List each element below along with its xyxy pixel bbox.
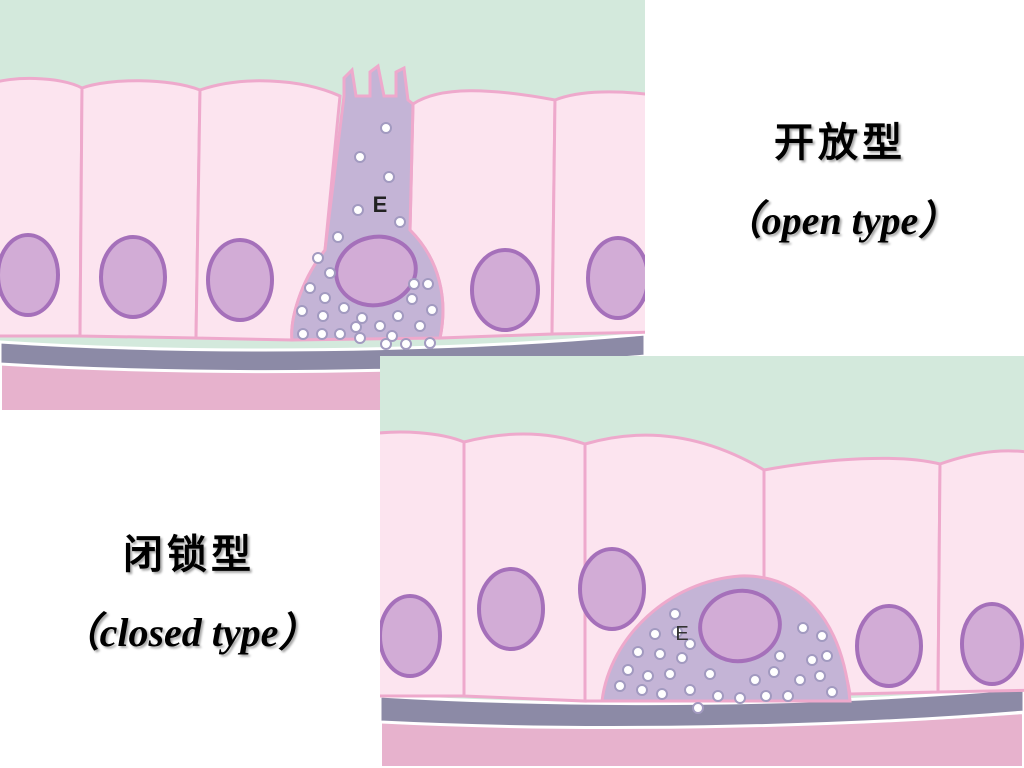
closed-type-caption: 闭锁型 （closed type） (0, 522, 378, 658)
nucleus (0, 233, 60, 317)
secretory-granules (614, 608, 838, 714)
closed-type-illustration: E (380, 356, 1024, 768)
endocrine-cell-label: E (675, 623, 688, 645)
nucleus (334, 234, 418, 308)
nucleus (206, 238, 274, 322)
closed-type-title-en: （closed type） (59, 610, 319, 655)
open-type-caption: 开放型 （open type） (680, 110, 1000, 246)
nucleus (99, 235, 167, 319)
nucleus (477, 567, 545, 651)
nucleus (960, 602, 1024, 686)
open-type-title-en: （open type） (721, 198, 959, 243)
nucleus (578, 547, 646, 631)
nucleus (470, 248, 540, 332)
nucleus (855, 604, 923, 688)
epithelial-cell (462, 432, 587, 703)
open-type-title-cn: 开放型 (774, 119, 906, 166)
endocrine-cell-label: E (373, 192, 388, 217)
nucleus (380, 594, 442, 678)
open-type-illustration: E (0, 0, 645, 412)
secretory-granules (296, 122, 438, 350)
nucleus (698, 588, 782, 664)
closed-type-title-cn: 闭锁型 (123, 531, 255, 578)
nucleus (586, 236, 645, 320)
